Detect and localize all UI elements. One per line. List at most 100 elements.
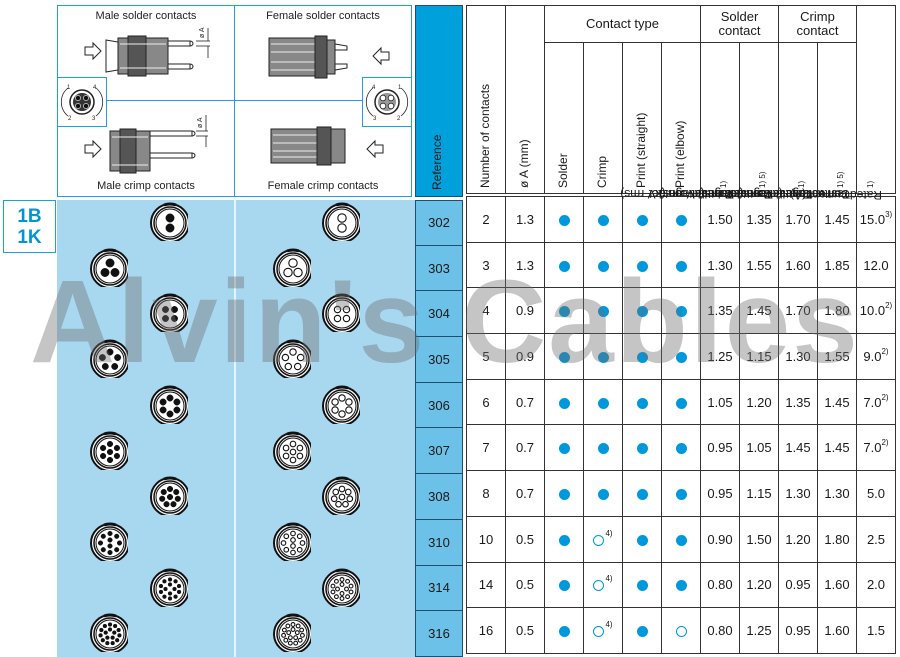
cell-diameter-a: 0.5 (505, 607, 545, 654)
header-print-elbow: Print (elbow) (661, 42, 701, 194)
cell-diameter-a: 0.5 (505, 515, 545, 563)
cell-crimp-voltage-contact-shell: 1.60 (817, 607, 857, 654)
cell-solder-mark (558, 395, 570, 410)
svg-text:ø A: ø A (197, 117, 204, 128)
cell-crimp-mark (597, 486, 609, 501)
cell-solder (544, 470, 584, 517)
filled-dot-icon (675, 214, 687, 226)
female-connector-face-icon (322, 568, 360, 607)
male-face-pinout: 1 4 2 3 (57, 77, 107, 127)
header-crimp: Crimp (583, 42, 623, 194)
filled-dot-icon (675, 489, 687, 501)
filled-dot-icon (558, 580, 570, 592)
cell-print-straight-mark (636, 577, 648, 592)
open-circle-icon (593, 580, 605, 592)
cell-print-straight (622, 287, 662, 335)
cell-solder-voltage-contact-contact: 1.30 (700, 241, 740, 289)
cell-print-straight-mark (636, 623, 648, 638)
cell-crimp-mark: 4) (593, 574, 613, 592)
male-solder-connector-drawing: ø A (84, 27, 210, 77)
female-solder-label: Female solder contacts (266, 10, 380, 22)
cell-solder-voltage-contact-shell: 1.20 (739, 561, 779, 609)
connector-faces-panel (57, 200, 412, 657)
reference-cell: 302 (415, 200, 463, 246)
cell-crimp-voltage-contact-contact: 1.20 (778, 515, 818, 563)
cell-solder-voltage-contact-contact: 0.80 (700, 561, 740, 609)
svg-text:3: 3 (373, 116, 377, 122)
filled-dot-icon (597, 443, 609, 455)
cell-solder-mark (558, 303, 570, 318)
cell-solder-mark (558, 623, 570, 638)
filled-dot-icon (597, 489, 609, 501)
cell-crimp-voltage-contact-contact: 1.60 (778, 241, 818, 289)
cell-print-elbow (661, 241, 701, 289)
filled-dot-icon (636, 306, 648, 318)
cell-diameter-a: 1.3 (505, 196, 545, 243)
filled-dot-icon (636, 214, 648, 226)
cell-print-elbow (661, 287, 701, 335)
family-tag-line1: 1B (17, 206, 42, 227)
male-solder-label: Male solder contacts (95, 10, 197, 22)
filled-dot-icon (597, 306, 609, 318)
filled-dot-icon (597, 397, 609, 409)
cell-rated-current: 2.5 (856, 515, 896, 563)
cell-rated-current: 9.02) (856, 333, 896, 380)
male-crimp-quadrant: Male crimp contacts ø A (58, 101, 235, 196)
svg-text:2: 2 (397, 116, 401, 122)
cell-crimp (583, 378, 623, 426)
male-connector-face-icon (150, 568, 188, 607)
svg-text:4: 4 (93, 85, 97, 91)
cell-rated-current: 7.02) (856, 378, 896, 426)
cell-diameter-a: 0.9 (505, 333, 545, 380)
cell-crimp (583, 470, 623, 517)
filled-dot-icon (636, 351, 648, 363)
cell-diameter-a: 0.7 (505, 470, 545, 517)
cell-crimp-voltage-contact-contact: 1.70 (778, 287, 818, 335)
cell-number-of-contacts: 4 (466, 287, 506, 335)
cell-solder (544, 561, 584, 609)
cell-solder (544, 241, 584, 289)
cell-print-straight-mark (636, 440, 648, 455)
header-solder-test-voltage-contact-contact: Test voltage (kV rms)1)Contact-contact (620, 42, 740, 201)
cell-crimp-mark (597, 395, 609, 410)
cell-number-of-contacts: 7 (466, 424, 506, 472)
filled-dot-icon (558, 397, 570, 409)
panel-gap (412, 200, 415, 657)
cell-crimp-voltage-contact-shell: 1.45 (817, 196, 857, 243)
cell-solder-voltage-contact-shell: 1.15 (739, 333, 779, 380)
cell-solder-voltage-contact-shell: 1.35 (739, 196, 779, 243)
cell-number-of-contacts: 3 (466, 241, 506, 289)
svg-text:1: 1 (67, 85, 71, 91)
cell-print-straight-mark (636, 212, 648, 227)
arrow-right-icon (84, 139, 102, 159)
female-connector-face-icon (273, 522, 311, 561)
female-connector-face-icon (322, 293, 360, 333)
cell-crimp-voltage-contact-shell: 1.45 (817, 378, 857, 426)
filled-dot-icon (597, 260, 609, 272)
cell-crimp-voltage-contact-shell: 1.85 (817, 241, 857, 289)
filled-dot-icon (675, 397, 687, 409)
cell-solder-mark (558, 349, 570, 364)
filled-dot-icon (675, 534, 687, 546)
filled-dot-icon (558, 443, 570, 455)
panel-divider (234, 200, 236, 657)
cell-crimp-mark (597, 212, 609, 227)
female-crimp-quadrant: Female crimp contacts (235, 101, 411, 196)
cell-crimp-voltage-contact-contact: 0.95 (778, 561, 818, 609)
cell-crimp-voltage-contact-contact: 1.30 (778, 470, 818, 517)
cell-print-straight-mark (636, 258, 648, 273)
cell-solder-mark (558, 577, 570, 592)
series-family-tag: 1B 1K (3, 200, 56, 253)
header-rated-current: Rated current (A)1) (790, 5, 896, 202)
cell-crimp-mark: 4) (593, 620, 613, 638)
cell-solder-voltage-contact-shell: 1.05 (739, 424, 779, 472)
filled-dot-icon (558, 626, 570, 638)
svg-text:ø A: ø A (199, 27, 206, 38)
cell-crimp-mark (597, 303, 609, 318)
